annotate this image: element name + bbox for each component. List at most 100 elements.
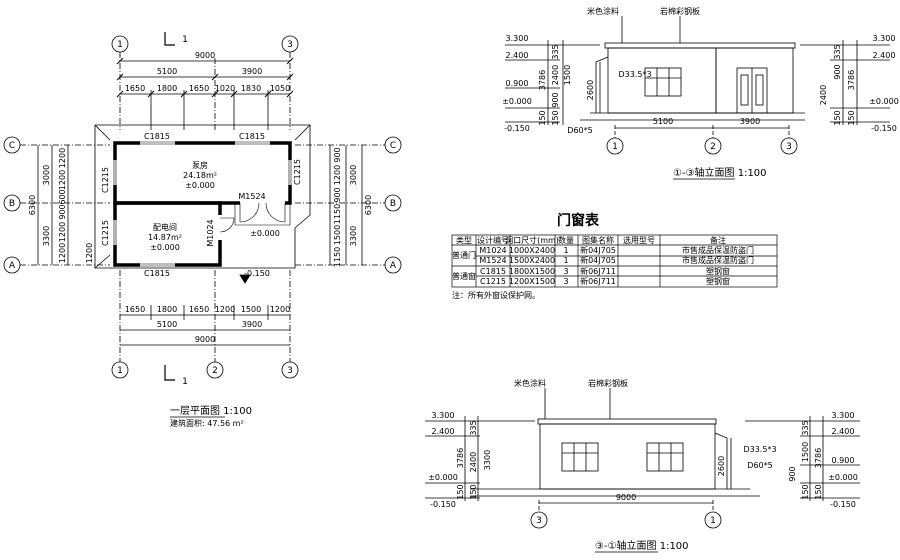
- dim-top-d4: 1020: [215, 84, 235, 93]
- td-r4-qty: 3: [563, 277, 568, 286]
- dim-bot-d4: 1200: [215, 305, 235, 314]
- elev1-axis-bubbles: [606, 137, 798, 155]
- elev1-axis-1: 1: [612, 142, 618, 152]
- elev2-axis-1: 1: [710, 516, 716, 526]
- axis-2-bottom: 2: [212, 366, 218, 376]
- td-r1-code: M1024: [479, 246, 506, 255]
- elev2-axis-3: 3: [536, 516, 542, 526]
- elev1-lvl-r4: -0.150: [871, 124, 897, 133]
- elev1-label-paint: 米色涂料: [587, 6, 619, 16]
- elev1-lvl-l2: 2.400: [506, 51, 529, 60]
- td-r1-note: 市售成品保温防盗门: [682, 245, 754, 255]
- th-model: 选用型号: [623, 235, 655, 245]
- elev2-dl-b1: 3786: [456, 448, 465, 468]
- dim-left-d5: 1200: [58, 222, 67, 242]
- elev2-lvl-l1: 3.300: [432, 411, 455, 420]
- elev2-label-steel: 岩棉彩钢板: [588, 378, 628, 388]
- window-c1215-left2: C1215: [101, 220, 110, 246]
- dim-right-d6: 1150: [333, 247, 342, 267]
- dim-top-d1: 1650: [125, 84, 145, 93]
- table-title: 门窗表: [557, 212, 600, 229]
- section-mark-top: 1: [182, 35, 188, 45]
- elev1-lvl-r3: ±0.000: [869, 97, 899, 106]
- table-cells: 类型 设计编号 洞口尺寸(mm) 数量 图集名称 选用型号 备注 普通门 M10…: [452, 235, 754, 286]
- window-c1215-left: C1215: [101, 167, 110, 193]
- elev1-dr-a3: 2400: [819, 85, 828, 105]
- plan-dimensions: 9000 5100 3900 1650 1800 1650 1020 1830 …: [28, 51, 373, 344]
- elev2-pipe-base: D60*5: [747, 461, 772, 470]
- exterior-level: ±0.000: [250, 229, 280, 238]
- th-size: 洞口尺寸(mm): [505, 235, 559, 245]
- td-r2-size: 1500X2400: [509, 256, 555, 265]
- th-atlas: 图集名称: [582, 235, 614, 245]
- td-r2-qty: 1: [563, 256, 568, 265]
- axis-a-left: A: [9, 261, 16, 271]
- elev1-dl-a4: 150: [551, 110, 560, 125]
- elev1-lvl-r2: 2.400: [873, 51, 896, 60]
- dim-right-total: 6300: [364, 195, 373, 215]
- dim-top-d6: 1050: [270, 84, 290, 93]
- elev2-title: ③-①轴立面图 1:100: [595, 539, 689, 552]
- td-type-door: 普通门: [452, 250, 476, 260]
- room-1-name: 泵房: [192, 160, 208, 170]
- elev2-dl-a1: 335: [469, 420, 478, 435]
- elev1-dl-b3: 150: [538, 110, 547, 125]
- elev2-dl-b2: 3300: [483, 450, 492, 470]
- elev2-dl-a3: 150: [469, 484, 478, 499]
- dim-bot-mid-1: 5100: [157, 320, 177, 329]
- axis-3-top: 3: [287, 40, 293, 50]
- elev1-dl-a1: 335: [551, 44, 560, 59]
- elev2-lvl-r5: -0.150: [830, 500, 856, 509]
- th-note: 备注: [710, 235, 726, 245]
- td-r2-note: 市售成品保温防盗门: [682, 255, 754, 265]
- td-r2-code: M1524: [479, 256, 506, 265]
- dim-left-1200: 1200: [85, 243, 94, 263]
- room-1-area: 24.18m²: [183, 171, 217, 180]
- elev1-text: 1 2 3 米色涂料 岩棉彩钢板 D33.5*3 2600 D60*5 5100…: [502, 6, 899, 152]
- td-r1-qty: 1: [563, 246, 568, 255]
- door-m1024: M1024: [206, 219, 215, 246]
- elev2-lvl-l3: ±0.000: [428, 473, 458, 482]
- axis-3-bottom: 3: [287, 366, 293, 376]
- elev2-label-paint: 米色涂料: [514, 378, 546, 388]
- plan-axis-labels: 1 3 1 2 3 C B A C B A 1 1: [9, 35, 397, 387]
- td-r4-note: 塑钢窗: [706, 276, 730, 286]
- elev2-text: 3 1 米色涂料 岩棉彩钢板 D33.5*3 2600 D60*5 9000 3…: [428, 378, 858, 526]
- dim-bot-d5: 1500: [241, 305, 261, 314]
- window-c1215-right: C1215: [293, 159, 302, 185]
- elev1-lvl-r1: 3.300: [873, 34, 896, 43]
- dim-top-d2: 1800: [157, 84, 177, 93]
- dim-left-mid-1: 3000: [42, 165, 51, 185]
- td-r2-atlas: 新04J705: [580, 255, 616, 265]
- dim-bot-total: 9000: [195, 335, 215, 344]
- td-r3-code: C1815: [480, 267, 506, 276]
- outside-level: -0.150: [244, 269, 270, 278]
- elev1-title: ①-③轴立面图 1:100: [673, 166, 767, 179]
- door-window-table: [451, 234, 778, 288]
- elev1-dim-2: 3900: [740, 117, 760, 126]
- elev1-dr-a4: 150: [833, 110, 842, 125]
- window-c1815-3: C1815: [144, 269, 170, 278]
- elev1-dl-b1: 3786: [538, 70, 547, 90]
- room-2-level: ±0.000: [150, 243, 180, 252]
- elev1-dl-b2: 1500: [563, 65, 572, 85]
- dim-bot-d6: 1200: [270, 305, 290, 314]
- elev2-downpipe: D33.5*3: [743, 445, 776, 454]
- elev2-lvl-r3: 0.900: [832, 456, 855, 465]
- td-r1-atlas: 新04J705: [580, 245, 616, 255]
- dim-bot-d1: 1650: [125, 305, 145, 314]
- dim-right-d2: 1200: [333, 165, 342, 185]
- dim-left-d1: 1200: [58, 148, 67, 168]
- dim-top-total: 9000: [195, 51, 215, 60]
- elev1-downpipe: D33.5*3: [618, 70, 651, 79]
- dim-top-mid-1: 5100: [157, 67, 177, 76]
- axis-1-bottom: 1: [117, 366, 123, 376]
- dim-bot-d3: 1650: [189, 305, 209, 314]
- td-r3-qty: 3: [563, 267, 568, 276]
- td-r3-note: 塑钢窗: [706, 266, 730, 276]
- axis-1-top: 1: [117, 40, 123, 50]
- elev1-lvl-l3: 0.900: [506, 79, 529, 88]
- elev1-dr-a2: 900: [833, 64, 842, 79]
- elev1-dr-b1: 3786: [847, 70, 856, 90]
- section-mark-bottom: 1: [182, 377, 188, 387]
